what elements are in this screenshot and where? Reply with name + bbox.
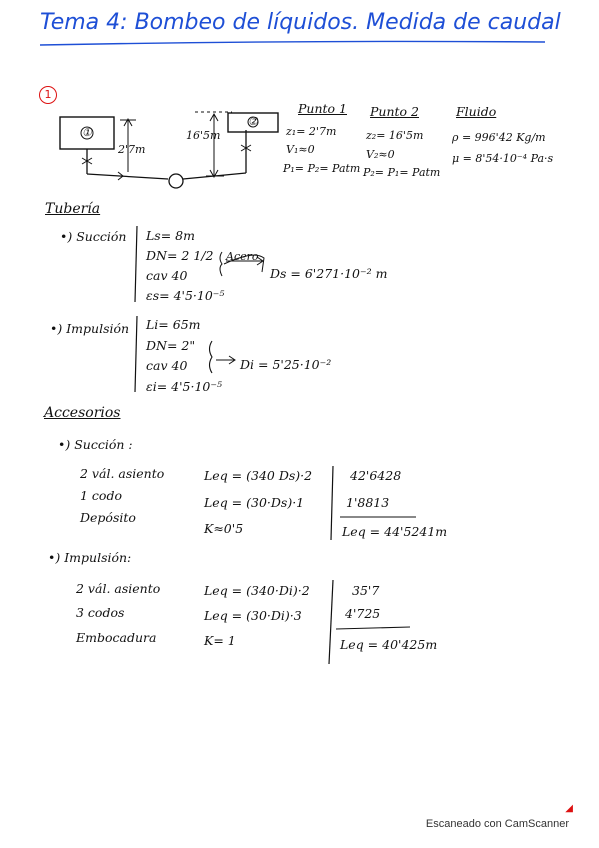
punto1-line: z₁= 2'7m: [286, 125, 337, 138]
height1-label: 2'7m: [118, 143, 146, 156]
page-title: Tema 4: Bombeo de líquidos. Medida de ca…: [40, 10, 561, 35]
acc-impulsion-label: •) Impulsión:: [48, 550, 132, 565]
accesorios-header: Accesorios: [44, 405, 121, 421]
punto1-line: P₁= P₂= Patm: [283, 162, 361, 175]
succion-diameter: Ds = 6'271·10⁻² m: [270, 266, 388, 281]
punto1-header: Punto 1: [298, 101, 347, 116]
acc-impulsion-formula: Leq = (340·Di)·2: [204, 583, 310, 598]
acc-succion-formula: Leq = (340 Ds)·2: [204, 468, 313, 483]
acc-impulsion-item: Embocadura: [76, 630, 157, 645]
impulsion-label: •) Impulsión: [50, 321, 130, 336]
succion-label: •) Succión: [60, 229, 127, 244]
fluido-line: ρ = 996'42 Kg/m: [452, 131, 546, 144]
acc-succion-item: 1 codo: [80, 488, 122, 503]
punto2-line: V₂≈0: [366, 148, 395, 161]
succion-line: cav 40: [146, 268, 188, 283]
impulsion-diameter: Di = 5'25·10⁻²: [240, 357, 332, 372]
succion-line: DN= 2 1/2: [146, 248, 214, 263]
punto1-line: V₁≈0: [286, 143, 315, 156]
punto2-line: z₂= 16'5m: [366, 129, 424, 142]
tank2-label: ②: [248, 115, 258, 128]
tank1-label: ①: [82, 126, 92, 139]
fluido-header: Fluido: [456, 104, 497, 119]
acc-impulsion-total: Leq = 40'425m: [340, 637, 438, 652]
acc-succion-value: 1'8813: [346, 495, 390, 510]
acc-impulsion-value: 35'7: [352, 583, 380, 598]
fluido-line: μ = 8'54·10⁻⁴ Pa·s: [452, 152, 554, 165]
succion-line: εs= 4'5·10⁻⁵: [146, 288, 225, 303]
height2-label: 16'5m: [186, 129, 221, 142]
acc-succion-formula: Leq = (30·Ds)·1: [204, 495, 305, 510]
punto2-header: Punto 2: [370, 104, 419, 119]
acc-succion-label: •) Succión :: [58, 437, 133, 452]
acc-impulsion-item: 2 vál. asiento: [76, 581, 161, 596]
acc-succion-value: 42'6428: [350, 468, 402, 483]
problem-number: 1: [39, 86, 57, 104]
impulsion-line: Li= 65m: [146, 317, 201, 332]
impulsion-line: εi= 4'5·10⁻⁵: [146, 379, 222, 394]
acc-impulsion-formula: Leq = (30·Di)·3: [204, 608, 302, 623]
acc-impulsion-value: 4'725: [345, 606, 381, 621]
tuberia-header: Tubería: [45, 201, 101, 217]
acc-succion-formula: K≈0'5: [204, 521, 244, 536]
impulsion-line: DN= 2": [146, 338, 196, 353]
acc-succion-item: 2 vál. asiento: [80, 466, 165, 481]
acc-succion-total: Leq = 44'5241m: [342, 524, 448, 539]
succion-line: Ls= 8m: [146, 228, 195, 243]
footer-watermark: Escaneado con CamScanner: [425, 818, 569, 830]
acc-impulsion-item: 3 codos: [76, 605, 125, 620]
impulsion-line: cav 40: [146, 358, 188, 373]
acc-impulsion-formula: K= 1: [204, 633, 236, 648]
acc-succion-item: Depósito: [80, 510, 136, 525]
camscanner-icon: ◢: [565, 803, 573, 814]
punto2-line: P₂= P₁= Patm: [363, 166, 441, 179]
